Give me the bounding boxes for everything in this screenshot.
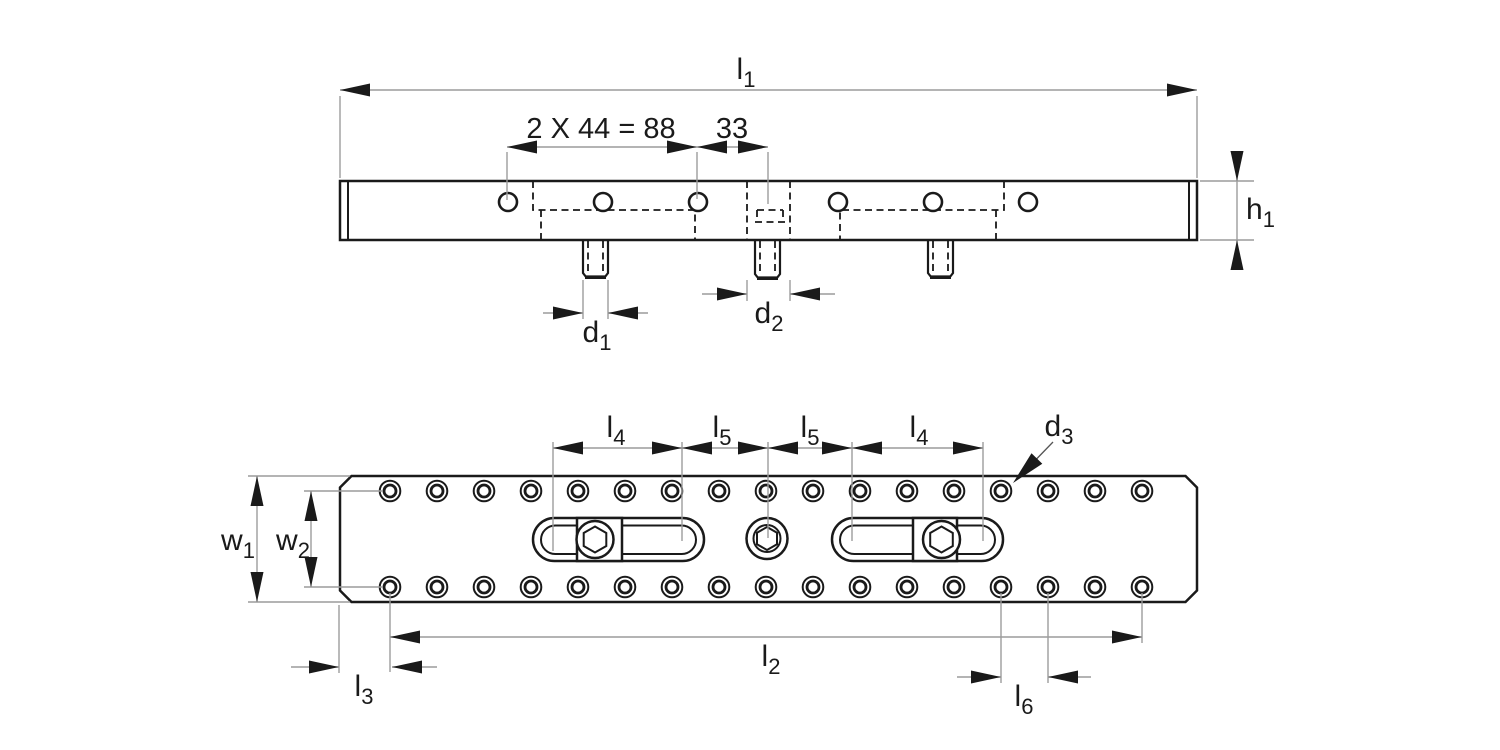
dimension-w2: w2 [275, 490, 383, 588]
dim-label-hole-pitch: 2 X 44 = 88 [526, 113, 675, 145]
dimension-d1: d1 [543, 280, 648, 355]
hex-socket-icon [929, 525, 954, 554]
hex-bolt-right [911, 516, 962, 563]
plate-outline [338, 474, 1199, 604]
dimension-d2: d2 [702, 280, 835, 336]
dimension-l2: l2 [389, 593, 1143, 679]
dim-label-w2: w2 [275, 524, 310, 563]
mounting-hole [801, 479, 825, 503]
mounting-hole [613, 575, 637, 599]
dim-label-center-offset: 33 [716, 113, 748, 145]
mounting-hole [1130, 479, 1154, 503]
hex-bolt-left [575, 516, 624, 563]
mounting-hole [613, 479, 637, 503]
mounting-hole [566, 479, 590, 503]
side-hole [827, 191, 849, 213]
side-hole [687, 191, 709, 213]
mounting-hole [472, 575, 496, 599]
hex-socket-icon [756, 525, 778, 552]
hidden-center-bolt-slot [746, 181, 791, 240]
side-elevation-view: l1 2 X 44 = 88 33 h1 [338, 53, 1275, 355]
dimension-l3: l3 [291, 605, 437, 709]
arrowhead [340, 83, 370, 97]
leader-arrowhead [1013, 453, 1043, 483]
dimension-w1: w1 [220, 475, 350, 603]
mounting-hole [472, 479, 496, 503]
dimension-center-offset: 33 [697, 113, 769, 204]
threaded-stud-left [581, 240, 610, 280]
mounting-hole [801, 575, 825, 599]
dim-label-d2: d2 [755, 297, 784, 336]
mounting-hole [660, 575, 684, 599]
mounting-hole [848, 575, 872, 599]
mounting-hole [566, 575, 590, 599]
threaded-stud-right [926, 240, 955, 280]
hidden-tslot-left [532, 181, 696, 240]
dim-label-l1: l1 [737, 53, 756, 92]
dimension-l1: l1 [339, 53, 1198, 178]
bolt-head [921, 519, 962, 560]
dim-label-l4-right: l4 [910, 411, 929, 450]
side-hole [922, 191, 944, 213]
plan-view: l4 l5 l5 l4 d3 w1 w2 [220, 410, 1199, 719]
dim-label-l2: l2 [762, 640, 781, 679]
mounting-hole [754, 575, 778, 599]
mounting-hole [895, 575, 919, 599]
dim-label-l5-left: l5 [713, 411, 732, 450]
mounting-hole [895, 479, 919, 503]
mounting-hole [942, 479, 966, 503]
mounting-hole [1083, 575, 1107, 599]
dim-label-l4-left: l4 [607, 411, 626, 450]
dim-label-w1: w1 [220, 524, 255, 563]
dim-label-h1: h1 [1246, 193, 1275, 232]
mounting-hole [707, 479, 731, 503]
dimension-d3: d3 [1013, 410, 1073, 483]
bolt-head [575, 519, 615, 560]
dim-label-l3: l3 [355, 670, 374, 709]
arrowhead [1167, 83, 1197, 97]
dimension-hole-pitch: 2 X 44 = 88 [506, 113, 698, 200]
dim-label-l5-right: l5 [801, 411, 820, 450]
mounting-hole [1036, 479, 1060, 503]
mounting-hole [425, 479, 449, 503]
threaded-stud-center [753, 240, 782, 281]
side-hole [592, 191, 614, 213]
mounting-hole [519, 479, 543, 503]
dimension-h1: h1 [1200, 151, 1275, 270]
mounting-hole [707, 575, 731, 599]
mounting-hole [660, 479, 684, 503]
hex-bolt-center [745, 516, 789, 561]
hex-socket-icon [582, 525, 608, 554]
mounting-hole [425, 575, 449, 599]
mounting-hole [1083, 479, 1107, 503]
mounting-hole [848, 479, 872, 503]
dimension-l6: l6 [957, 593, 1091, 719]
hole-row-top [378, 479, 1154, 503]
dim-label-d3: d3 [1045, 410, 1074, 449]
dim-label-d1: d1 [583, 316, 612, 355]
hole-row-bottom [378, 575, 1154, 599]
mounting-hole [519, 575, 543, 599]
side-hole [497, 191, 519, 213]
side-hole [1017, 191, 1039, 213]
mounting-hole [989, 479, 1013, 503]
mounting-hole [942, 575, 966, 599]
mounting-hole [754, 479, 778, 503]
dim-label-l6: l6 [1015, 680, 1034, 719]
hidden-tslot-right [839, 181, 1005, 240]
dimension-l4-l5-row: l4 l5 l5 l4 [552, 411, 984, 551]
